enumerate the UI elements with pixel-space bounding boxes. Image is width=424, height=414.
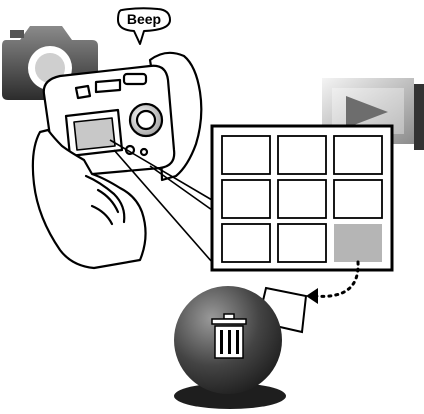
zoom-lines [109, 139, 213, 263]
thumbnail-cell-deleted [334, 224, 382, 262]
thumbnail-grid [210, 124, 394, 272]
trash-icon [174, 286, 286, 409]
thumbnail-cell [333, 135, 383, 175]
thumbnail-cell [333, 179, 383, 219]
speech-bubble-text: Beep [127, 11, 161, 27]
thumbnail-cell [221, 135, 271, 175]
thumbnail-cell [277, 179, 327, 219]
camera-with-hands [31, 51, 203, 270]
delete-arrow [306, 260, 360, 304]
thumbnail-cell [221, 179, 271, 219]
thumbnail-cell [221, 223, 271, 263]
thumbnail-cell [277, 223, 327, 263]
thumbnail-cell [277, 135, 327, 175]
speech-bubble: Beep [117, 7, 171, 45]
